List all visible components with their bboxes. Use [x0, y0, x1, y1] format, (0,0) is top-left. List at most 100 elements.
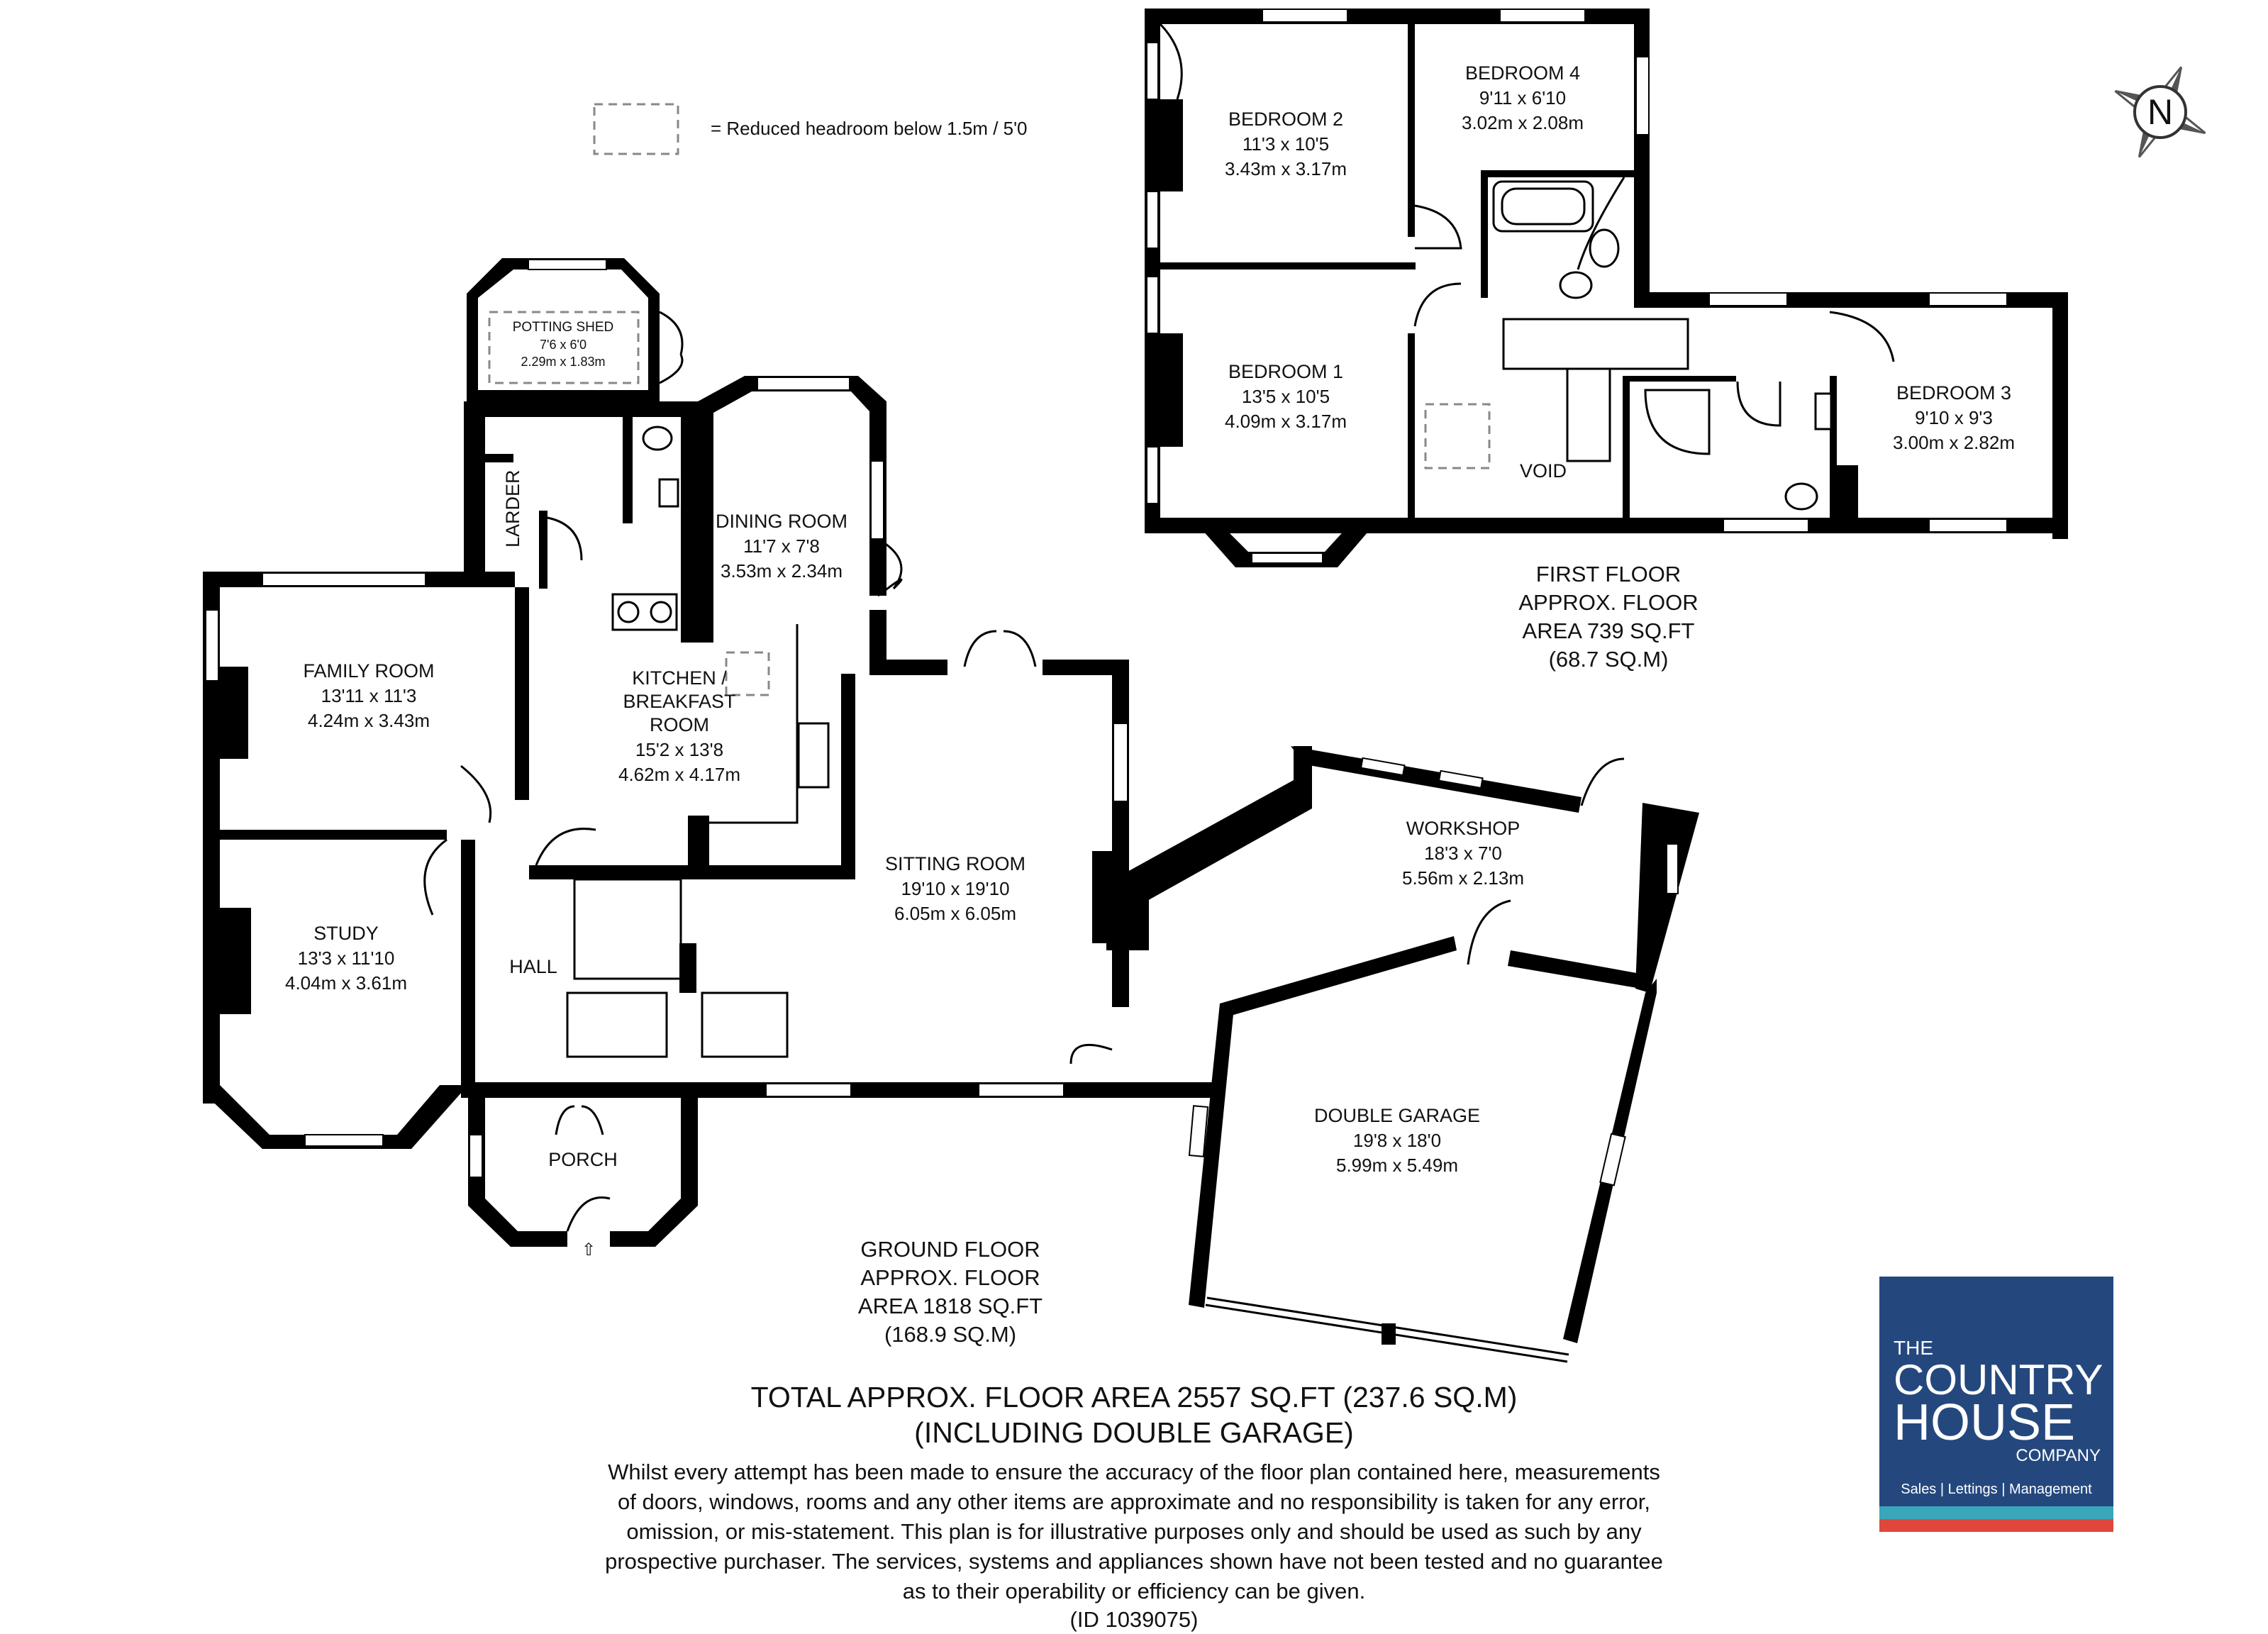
- window: [1188, 1105, 1209, 1157]
- room-hall: HALL: [509, 956, 557, 977]
- chimney-breast: [220, 908, 251, 1014]
- ground-floor-area: GROUND FLOOR APPROX. FLOOR AREA 1818 SQ.…: [858, 1237, 1043, 1347]
- logo-stripe-teal: [1879, 1506, 2113, 1519]
- window: [1146, 276, 1159, 334]
- wall: [2052, 292, 2068, 539]
- door-swing: [1736, 381, 1781, 427]
- room-name: BEDROOM 2: [1228, 109, 1343, 130]
- door-swing: [1414, 204, 1462, 250]
- window: [757, 377, 850, 391]
- floor-area-line: (168.9 SQ.M): [884, 1322, 1016, 1347]
- logo-background: [1879, 1277, 2113, 1532]
- garage-wall: [1189, 1004, 1234, 1308]
- door-swing: [1413, 282, 1462, 327]
- floor-area-line: APPROX. FLOOR: [860, 1265, 1040, 1290]
- window: [765, 1083, 852, 1097]
- disclaimer-line: prospective purchaser. The services, sys…: [605, 1549, 1663, 1574]
- window: [1251, 552, 1323, 564]
- wall: [679, 943, 696, 993]
- room-study: STUDY 13'3 x 11'10 4.04m x 3.61m: [285, 923, 407, 994]
- disclaimer: Whilst every attempt has been made to en…: [605, 1460, 1663, 1632]
- wall: [1346, 518, 2068, 533]
- stair-run: [1502, 318, 1689, 370]
- room-dining-room: DINING ROOM 11'7 x 7'8 3.53m x 2.34m: [716, 511, 847, 582]
- disclaimer-line: Whilst every attempt has been made to en…: [608, 1460, 1660, 1484]
- logo-the: THE: [1894, 1337, 1933, 1359]
- room-name: POTTING SHED: [513, 320, 614, 335]
- wall: [1408, 24, 1415, 237]
- legend-swatch: [593, 103, 679, 155]
- room-name: STUDY: [313, 923, 379, 944]
- hob-ring: [650, 601, 672, 623]
- wall: [1043, 660, 1128, 675]
- room-name: BREAKFAST: [623, 691, 735, 712]
- wall: [869, 660, 947, 675]
- room-dimensions-imperial: 9'11 x 6'10: [1479, 87, 1566, 109]
- reduced-headroom-area: [488, 311, 640, 384]
- stair-run: [566, 991, 668, 1058]
- room-dimensions-metric: 5.56m x 2.13m: [1402, 867, 1524, 889]
- dining-room-walls: [698, 376, 886, 643]
- window: [1723, 518, 1809, 533]
- reduced-headroom-area: [1424, 403, 1491, 469]
- wall: [515, 587, 529, 800]
- sink-icon: [797, 722, 830, 789]
- staircase: [1502, 318, 1689, 462]
- floor-area-line: FIRST FLOOR: [1536, 562, 1681, 587]
- window: [1146, 446, 1159, 504]
- room-dimensions-imperial: 15'2 x 13'8: [635, 739, 723, 760]
- legend-text: = Reduced headroom below 1.5m / 5'0: [711, 118, 1028, 139]
- room-workshop: WORKSHOP 18'3 x 7'0 5.56m x 2.13m: [1402, 818, 1524, 889]
- door-swing: [555, 1105, 604, 1135]
- room-name: DOUBLE GARAGE: [1314, 1105, 1480, 1126]
- room-dimensions-metric: 4.09m x 3.17m: [1225, 411, 1347, 432]
- first-floor-plan: [1145, 9, 2068, 567]
- window: [1146, 191, 1159, 249]
- wall: [1837, 465, 1858, 525]
- room-void: VOID: [1520, 460, 1567, 482]
- porch-walls: [468, 1098, 567, 1247]
- room-dimensions-metric: 3.43m x 3.17m: [1225, 158, 1347, 179]
- porch-walls: [610, 1098, 698, 1247]
- room-dimensions-imperial: 7'6 x 6'0: [540, 338, 587, 352]
- door-swing: [1467, 899, 1511, 965]
- disclaimer-line: omission, or mis-statement. This plan is…: [626, 1519, 1642, 1544]
- wall: [461, 840, 475, 1095]
- chimney-breast: [1160, 99, 1183, 191]
- room-name: BEDROOM 1: [1228, 361, 1343, 382]
- wall: [1160, 262, 1416, 269]
- stair-run: [573, 878, 682, 980]
- room-double-garage: DOUBLE GARAGE 19'8 x 18'0 5.99m x 5.49m: [1314, 1105, 1480, 1176]
- reduced-headroom-area: [725, 651, 770, 696]
- door-swing: [460, 765, 492, 823]
- potting-shed-floor: [478, 269, 648, 390]
- floor-area-line: GROUND FLOOR: [860, 1237, 1040, 1262]
- room-name: BEDROOM 3: [1896, 382, 2011, 404]
- basin-icon: [1589, 228, 1620, 268]
- toilet-icon: [1559, 271, 1593, 299]
- room-dimensions-imperial: 13'11 x 11'3: [321, 685, 417, 706]
- room-sitting-room: SITTING ROOM 19'10 x 19'10 6.05m x 6.05m: [885, 853, 1025, 924]
- window: [469, 1134, 483, 1178]
- room-kitchen-breakfast: KITCHEN / BREAKFAST ROOM 15'2 x 13'8 4.6…: [618, 667, 740, 785]
- room-name: KITCHEN /: [632, 667, 727, 689]
- window: [205, 609, 219, 682]
- room-larder: LARDER: [502, 469, 523, 548]
- workshop-wall: [1291, 746, 1582, 813]
- room-dimensions-imperial: 19'8 x 18'0: [1353, 1130, 1441, 1151]
- floor-area-line: APPROX. FLOOR: [1518, 590, 1698, 615]
- door-swing: [877, 538, 903, 597]
- window: [262, 572, 426, 587]
- logo-tagline: Sales | Lettings | Management: [1901, 1482, 2092, 1497]
- total-floor-area: TOTAL APPROX. FLOOR AREA 2557 SQ.FT (237…: [751, 1381, 1518, 1449]
- room-name: ROOM: [650, 714, 709, 735]
- stair-run: [701, 991, 789, 1058]
- room-dimensions-metric: 4.24m x 3.43m: [308, 710, 430, 731]
- floor-area-line: AREA 1818 SQ.FT: [858, 1294, 1043, 1318]
- door-swing: [423, 838, 448, 916]
- wall: [539, 511, 547, 589]
- wall: [709, 865, 855, 879]
- shower-icon: [1644, 389, 1711, 455]
- window: [1928, 518, 2008, 533]
